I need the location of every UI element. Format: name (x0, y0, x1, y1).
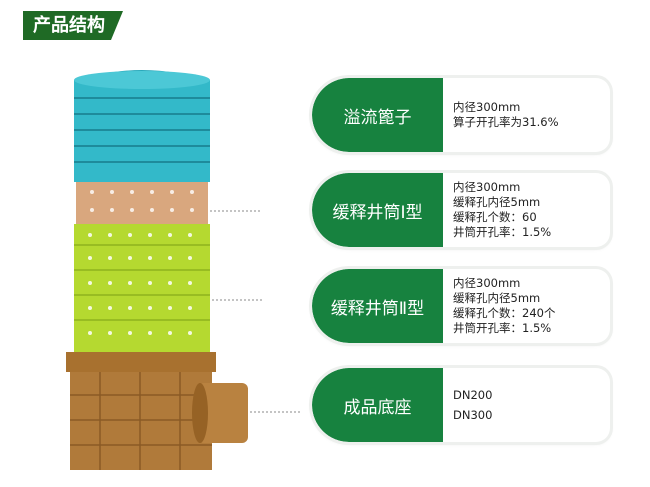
spec-line: 内径300mm (453, 180, 521, 194)
overflow-grate (74, 70, 210, 182)
spec-line: 缓释孔内径5mm (453, 195, 541, 209)
spec-line: 算子开孔率为31.6% (453, 115, 559, 129)
spec-line: DN200 (453, 388, 493, 402)
well-tube-type-1 (76, 182, 208, 224)
leader-lines (210, 210, 300, 413)
section-title: 产品结构 (23, 11, 123, 40)
spec-line: 内径300mm (453, 100, 521, 114)
card-label: 成品底座 (312, 368, 443, 442)
spec-line: 缓释孔内径5mm (453, 291, 541, 305)
card-label: 溢流篦子 (312, 78, 443, 152)
spec-line: 井筒开孔率：1.5% (453, 321, 552, 335)
spec-line: 缓释孔个数：240个 (453, 306, 556, 320)
spec-line: 缓释孔个数：60 (453, 210, 537, 224)
spec-line: DN300 (453, 408, 493, 422)
spec-line: 内径300mm (453, 276, 521, 290)
card-label: 缓释井筒Ⅰ型 (312, 173, 443, 247)
base-fitting (66, 352, 248, 470)
spec-line: 井筒开孔率：1.5% (453, 225, 552, 239)
card-label: 缓释井筒Ⅱ型 (312, 269, 443, 343)
well-tube-type-2 (74, 224, 210, 354)
